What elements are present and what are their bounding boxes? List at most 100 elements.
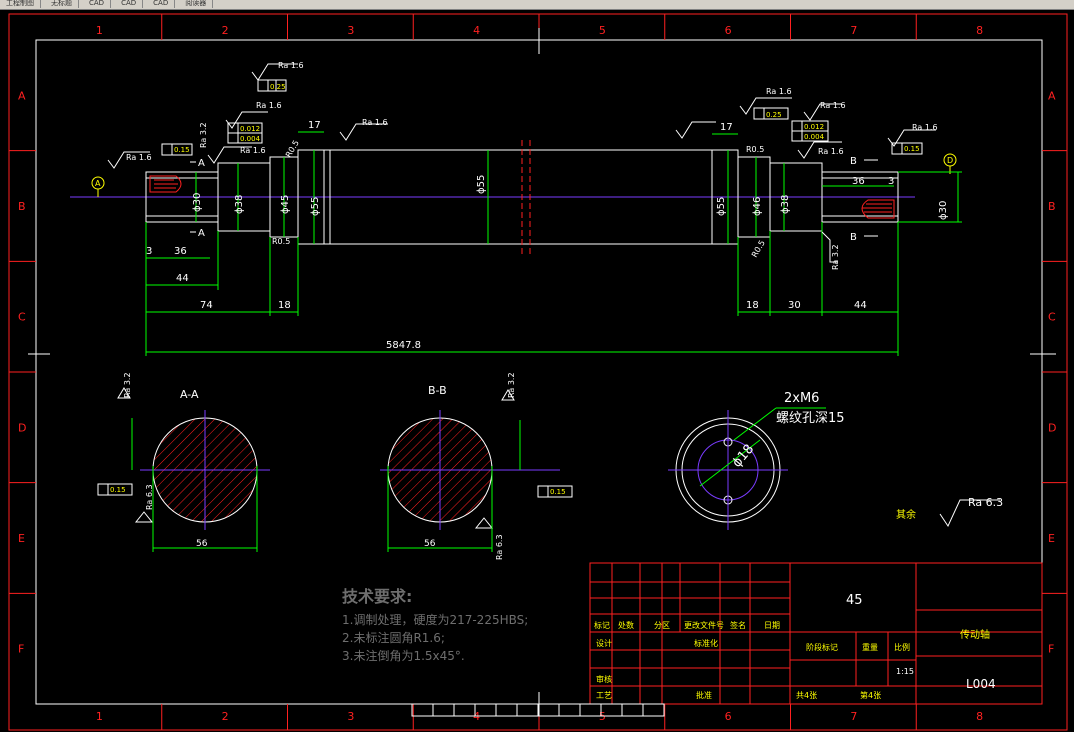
taskbar-item[interactable]: CAD [115, 0, 144, 8]
zone-col-label: 2 [222, 24, 229, 37]
dim-17-left: 17 [308, 120, 321, 131]
keyway-left [149, 175, 182, 193]
tolerance-frames [97, 79, 923, 498]
section-b-b: B-B 56 [380, 384, 560, 552]
svg-text:Ra 1.6: Ra 1.6 [818, 147, 844, 156]
shaft-main-view: A D [70, 140, 957, 254]
svg-text:Ra 3.2: Ra 3.2 [199, 122, 208, 148]
svg-text:Ra 1.6: Ra 1.6 [820, 101, 846, 110]
tech-req-item-2: 2.未标注圆角R1.6; [342, 630, 445, 645]
svg-text:R0.5: R0.5 [750, 239, 767, 259]
thread-spec: 2xM6 [784, 391, 819, 406]
zone-col-label: 8 [976, 24, 983, 37]
taskbar-item[interactable]: CAD [83, 0, 112, 8]
svg-text:设计: 设计 [596, 638, 612, 648]
taskbar-item[interactable]: 工程制图 [0, 0, 41, 8]
svg-text:Ra 3.2: Ra 3.2 [507, 372, 516, 398]
zone-col-label: 4 [473, 24, 480, 37]
zone-col-label: 3 [347, 24, 354, 37]
taskbar-item[interactable]: 阅读器 [179, 0, 214, 8]
dim-44-left: 44 [176, 273, 189, 284]
tolerance-values: 0.25 0.012 0.004 0.15 0.25 0.012 0.004 0… [110, 83, 920, 496]
rest-ra: Ra 6.3 [968, 496, 1003, 509]
svg-text:更改文件号: 更改文件号 [684, 620, 724, 630]
svg-text:0.15: 0.15 [550, 488, 566, 496]
taskbar-item[interactable]: 无标题 [45, 0, 79, 8]
svg-text:0.15: 0.15 [110, 486, 126, 494]
thread-depth: 螺纹孔深15 [776, 411, 845, 426]
thread-pcd: ϕ18 [730, 442, 758, 471]
svg-text:日期: 日期 [764, 621, 780, 630]
zone-col-label: 1 [96, 24, 103, 37]
svg-text:标记: 标记 [594, 620, 610, 630]
svg-text:第4张: 第4张 [860, 690, 881, 700]
svg-text:工艺: 工艺 [596, 691, 612, 700]
section-a-a: A-A 56 [131, 388, 270, 552]
svg-text:0.25: 0.25 [766, 111, 782, 119]
tb-part-name: 传动轴 [960, 628, 990, 641]
zone-row-label: B [1048, 200, 1056, 213]
bottom-strip [411, 703, 665, 717]
section-marker-labels: A A B B [198, 156, 857, 243]
svg-text:0.012: 0.012 [804, 123, 824, 131]
dim-d30-left: ϕ30 [192, 193, 203, 212]
svg-text:Ra 1.6: Ra 1.6 [126, 153, 152, 162]
zone-row-label: F [18, 643, 24, 656]
zone-row-label: E [18, 532, 25, 545]
zone-col-label: 8 [976, 710, 983, 723]
svg-text:0.15: 0.15 [174, 146, 190, 154]
svg-text:Ra 1.6: Ra 1.6 [240, 146, 266, 155]
tech-req-item-3: 3.未注倒角为1.5x45°. [342, 648, 465, 663]
svg-text:重量: 重量 [862, 642, 878, 652]
fillet-labels: R0.5 R0.5 R0.5 R0.5 [272, 139, 767, 259]
end-view: 2xM6 螺纹孔深15 ϕ18 [668, 391, 845, 530]
title-block [589, 562, 1043, 705]
zone-row-label: C [1048, 311, 1056, 324]
dim-30: 30 [788, 300, 801, 311]
dimension-lines [145, 131, 962, 356]
svg-text:R0.5: R0.5 [272, 237, 290, 246]
tech-req-title: 技术要求: [342, 587, 412, 606]
section-markers [190, 159, 878, 237]
outer-frame [8, 13, 1068, 731]
svg-text:Ra 1.6: Ra 1.6 [278, 61, 304, 70]
zone-col-label: 7 [850, 710, 857, 723]
svg-text:0.25: 0.25 [270, 83, 286, 91]
dim-d55-right: ϕ55 [716, 197, 727, 216]
svg-text:Ra 1.6: Ra 1.6 [256, 101, 282, 110]
zone-col-label: 7 [850, 24, 857, 37]
svg-text:Ra 1.6: Ra 1.6 [362, 118, 388, 127]
zone-row-label: F [1048, 643, 1054, 656]
dim-d55-left: ϕ55 [310, 197, 321, 216]
dim-total-length: 5847.8 [386, 340, 421, 351]
dim-44-right: 44 [854, 300, 867, 311]
zone-row-label: D [1048, 421, 1056, 434]
svg-text:0.004: 0.004 [804, 133, 825, 141]
svg-text:Ra 1.6: Ra 1.6 [912, 123, 938, 132]
dim-d46: ϕ46 [752, 197, 763, 216]
taskbar-item[interactable]: CAD [147, 0, 176, 8]
svg-text:0.012: 0.012 [240, 125, 260, 133]
svg-text:Ra 3.2: Ra 3.2 [831, 244, 840, 270]
zone-row-label: D [18, 421, 26, 434]
dim-74: 74 [200, 300, 213, 311]
svg-text:R0.5: R0.5 [746, 145, 764, 154]
datum-label-a: A [95, 179, 101, 188]
dim-d38-right: ϕ38 [780, 195, 791, 214]
section-a-width: 56 [196, 539, 208, 549]
svg-text:共4张: 共4张 [796, 691, 817, 700]
zone-col-label: 2 [222, 710, 229, 723]
section-b-width: 56 [424, 539, 436, 549]
svg-text:分区: 分区 [654, 621, 670, 630]
dim-d55-mid: ϕ55 [476, 175, 487, 194]
svg-text:处数: 处数 [618, 620, 634, 630]
dim-3-right: 3 [888, 176, 894, 187]
roughness-labels: Ra 1.6 Ra 3.2 Ra 1.6 Ra 1.6 Ra 1.6 Ra 1.… [123, 61, 938, 560]
svg-text:B: B [850, 232, 857, 243]
zone-row-label: B [18, 200, 26, 213]
zone-col-label: 5 [599, 24, 606, 37]
svg-text:审核: 审核 [596, 674, 612, 684]
